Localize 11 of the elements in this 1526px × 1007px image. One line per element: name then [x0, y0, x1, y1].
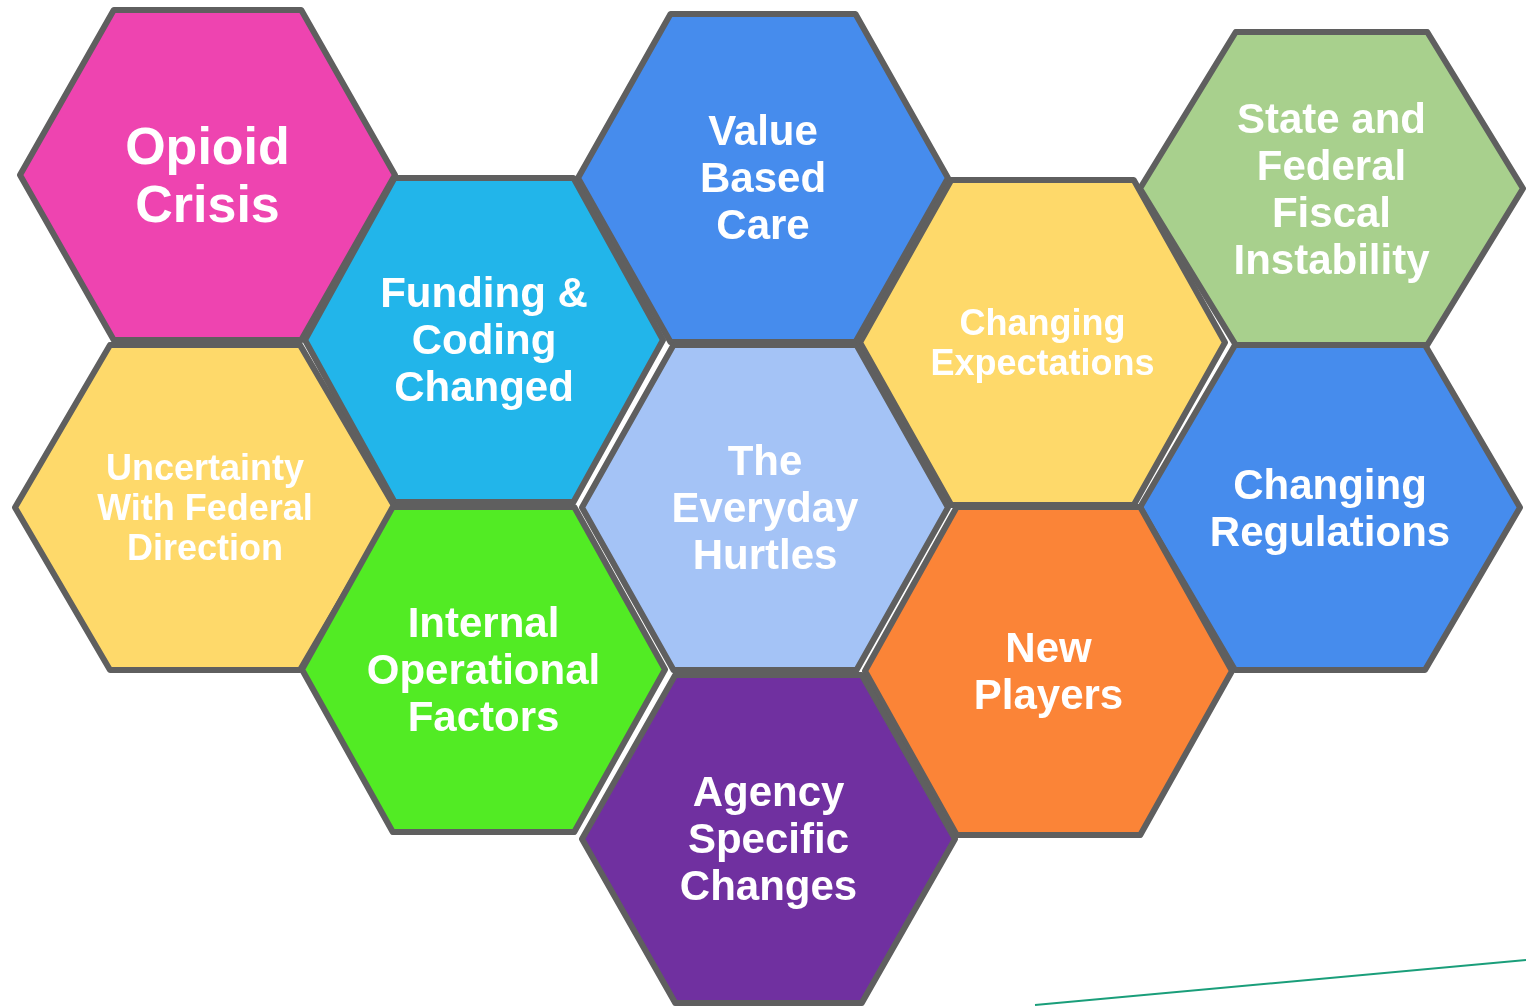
- piece-label: Changing Expectations: [929, 302, 1156, 383]
- piece-label: New Players: [972, 623, 1125, 719]
- piece-label: State and Federal Fiscal Instability: [1232, 94, 1431, 283]
- piece-label: Changing Regulations: [1208, 460, 1452, 555]
- piece-label: Funding & Coding Changed: [379, 269, 589, 411]
- piece-label: Internal Operational Factors: [365, 598, 602, 741]
- piece-label: The Everyday Hurtles: [670, 436, 860, 579]
- piece-label: Uncertainty With Federal Direction: [96, 447, 314, 568]
- piece-label: Opioid Crisis: [124, 116, 291, 234]
- piece-label: Value Based Care: [698, 107, 828, 249]
- piece-label: Agency Specific Changes: [678, 768, 859, 910]
